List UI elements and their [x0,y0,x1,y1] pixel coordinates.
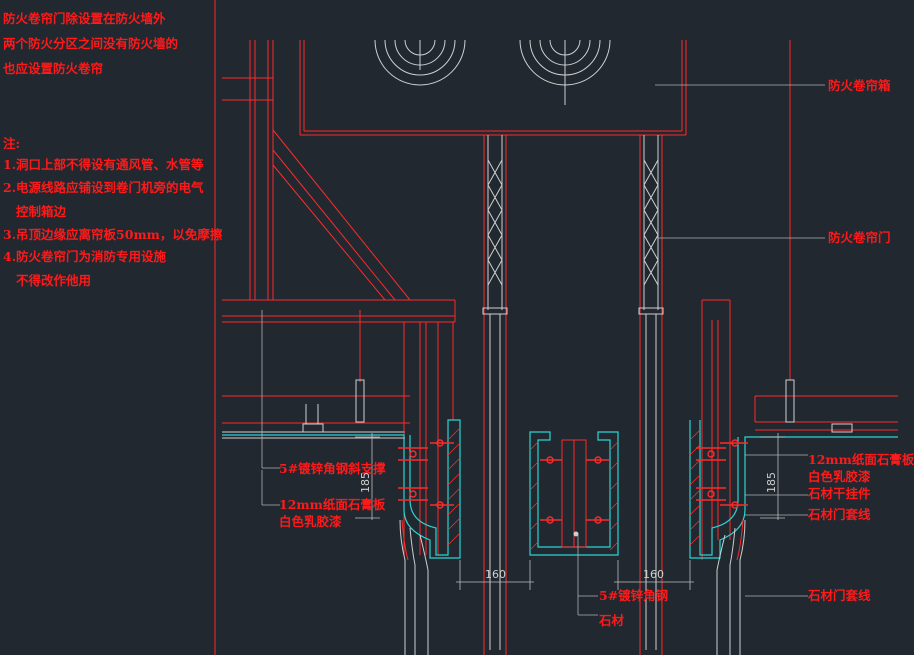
dimension-lines [355,433,785,590]
wall-lines [399,519,746,655]
label-right-gypsum: 12mm纸面石膏板 [808,452,914,467]
dimension-left-width: 160 [485,568,506,581]
left-steel-frame [222,40,456,323]
right-structure [701,40,898,560]
note-intro-3: 也应设置防火卷帘 [3,61,104,76]
note-item-2: 2.电源线路应铺设到卷门机旁的电气 [3,180,204,195]
left-ceiling [222,310,853,555]
note-intro-2: 两个防火分区之间没有防火墙的 [3,36,179,51]
label-right-paint: 白色乳胶漆 [808,469,871,484]
note-intro-1: 防火卷帘门除设置在防火墙外 [3,11,166,26]
door-guide-rails [482,135,664,655]
note-item-4-cont: 不得改作他用 [16,273,92,288]
label-bottom-angle: 5#镀锌角钢 [599,588,669,603]
label-left-gypsum: 12mm纸面石膏板 [279,497,386,512]
hatching [447,427,701,551]
dimension-right-width: 160 [643,568,664,581]
note-heading: 注: [3,136,21,151]
roller-box [299,39,687,136]
dimension-left-height: 185 [359,472,372,493]
label-left-paint: 白色乳胶漆 [279,514,342,529]
bolts [398,439,748,524]
stone-trims [222,419,898,559]
center-angle [561,439,587,548]
note-item-4: 4.防火卷帘门为消防专用设施 [3,249,167,264]
label-right-hanger: 石材干挂件 [808,486,871,501]
dimension-right-height: 185 [765,472,778,493]
label-right-trim: 石材门套线 [808,507,871,522]
note-item-1: 1.洞口上部不得设有通风管、水管等 [3,157,204,172]
label-left-brace: 5#镀锌角钢斜支撑 [279,461,386,476]
label-roller-box: 防火卷帘箱 [828,78,891,93]
note-item-2-cont: 控制箱边 [16,204,67,219]
leader-lines [261,84,825,616]
note-item-3: 3.吊顶边缘应离帘板50mm，以免摩擦 [3,227,223,242]
label-roller-door: 防火卷帘门 [828,230,891,245]
label-bottom-stone: 石材 [599,613,625,628]
label-right-trim-lower: 石材门套线 [808,588,871,603]
